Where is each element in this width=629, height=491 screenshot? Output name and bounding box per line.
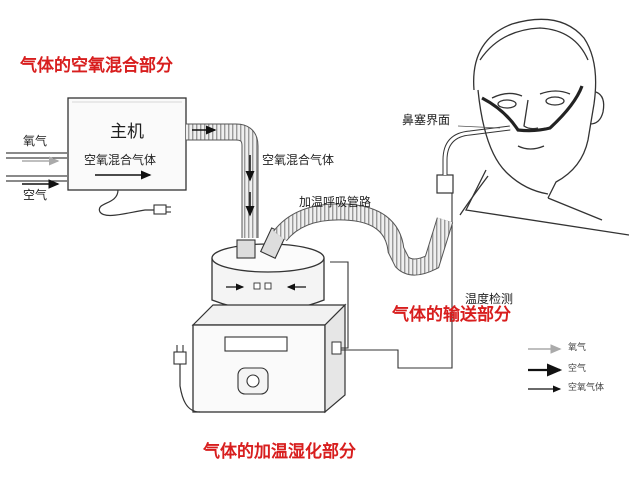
main-unit-plug [153,204,167,215]
heated-circuit-label: 加温呼吸管路 [299,195,372,209]
heater-wire [330,261,349,349]
nasal-interface-label: 鼻塞界面 [402,113,451,127]
heater-base [191,303,347,414]
legend-markers [528,344,563,393]
temperature-sensor-line [341,180,453,369]
legend-oxygen: 氧气 [568,343,587,353]
main-unit-title: 主机 [110,122,144,142]
main-unit-box [67,97,187,191]
oxygen-input-label: 氧气 [23,134,48,148]
heater-plug [173,351,187,365]
mixed-gas-tube [186,123,259,238]
heated-breathing-circuit [273,203,454,276]
patient-illustration [459,18,629,236]
section-title-mixing: 气体的空氧混合部分 [20,56,173,76]
mixed-gas-tube-label: 空氧混合气体 [262,153,335,167]
heater-cord [179,362,201,413]
air-input-label: 空气 [23,188,48,202]
main-unit-subtitle: 空氧混合气体 [84,153,157,167]
oxygen-input-lines [6,152,67,166]
section-title-heating: 气体的加温湿化部分 [203,442,356,462]
air-input-lines [6,175,67,189]
legend-mixed: 空氧气体 [568,383,605,393]
main-unit-cord [98,189,155,217]
humidifier-chamber [211,227,325,312]
circuit-connector [436,174,454,194]
temperature-detection-label: 温度检测 [465,292,514,306]
legend-air: 空气 [568,364,587,374]
section-title-delivery: 气体的输送部分 [392,305,511,325]
nasal-cannula [481,85,584,133]
